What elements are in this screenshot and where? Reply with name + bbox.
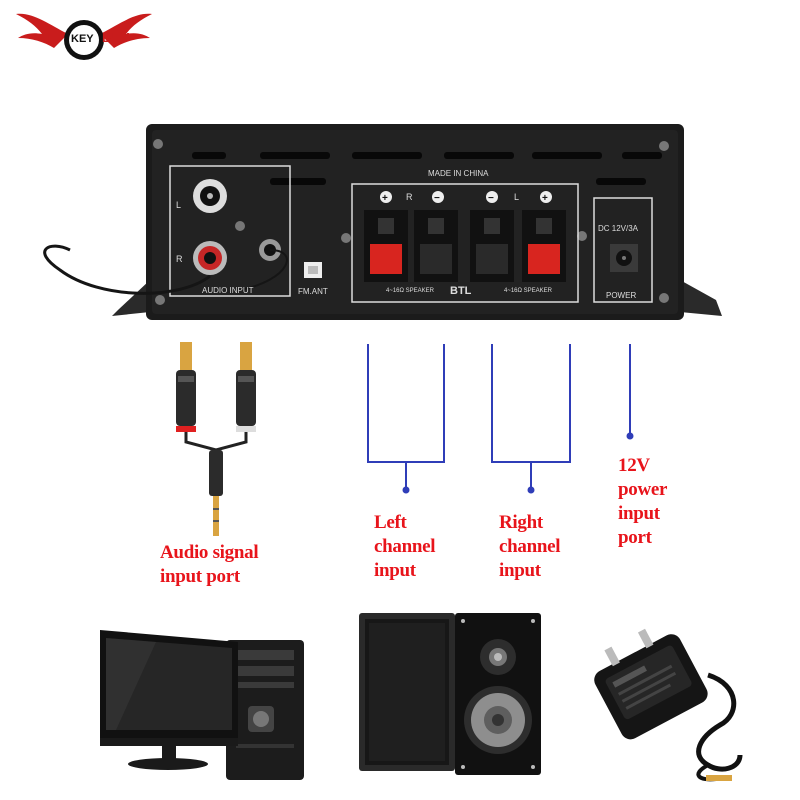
power-adapter-image	[594, 628, 743, 782]
right-channel-line-2: channel	[499, 536, 561, 557]
right-channel-line-3: input	[499, 560, 541, 581]
audio-signal-label: Audio signal input port	[160, 541, 259, 589]
svg-text:+: +	[382, 193, 388, 204]
power-port-line-1: 12V	[618, 455, 650, 476]
amp-channel-l-label: L	[514, 192, 519, 202]
computer-image	[100, 630, 304, 780]
power-panel-label: POWER	[606, 291, 636, 300]
brand-logo: I KEY BUY	[8, 4, 158, 74]
power-port-label: 12V power input port	[618, 454, 667, 550]
left-channel-line-2: channel	[374, 536, 436, 557]
audio-signal-line-1: Audio signal	[160, 542, 259, 563]
logo-letter-i: I	[48, 30, 52, 46]
power-port-line-4: port	[618, 527, 652, 548]
amplifier-back-panel: L R +− −+ R L MADE IN CHINA AUDIO INPUT …	[43, 124, 722, 320]
left-channel-line-3: input	[374, 560, 416, 581]
right-channel-label: Right channel input	[499, 511, 561, 583]
connection-lines	[367, 344, 634, 494]
svg-text:−: −	[488, 193, 494, 204]
left-channel-label: Left channel input	[374, 511, 436, 583]
svg-text:+: +	[542, 193, 548, 204]
speaker-spec-right: 4~16Ω SPEAKER	[504, 288, 553, 294]
logo-key-text: KEY	[71, 33, 94, 45]
svg-text:R: R	[176, 254, 183, 264]
svg-text:−: −	[434, 193, 440, 204]
logo-buy-text: BUY	[102, 30, 130, 45]
btl-label: BTL	[450, 285, 472, 297]
audio-signal-line-2: input port	[160, 566, 240, 587]
power-spec-label: DC 12V/3A	[598, 224, 639, 233]
speakers-image	[359, 613, 541, 775]
power-port-line-2: power	[618, 479, 668, 500]
made-in-label: MADE IN CHINA	[428, 169, 489, 178]
amp-channel-r-label: R	[406, 192, 413, 202]
power-port-line-3: input	[618, 503, 660, 524]
fm-ant-label: FM.ANT	[298, 287, 328, 296]
speaker-spec-left: 4~16Ω SPEAKER	[386, 288, 435, 294]
rca-audio-cable	[176, 342, 256, 536]
left-channel-line-1: Left	[374, 512, 407, 533]
right-channel-line-1: Right	[499, 512, 543, 533]
svg-text:L: L	[176, 200, 181, 210]
audio-input-panel-label: AUDIO INPUT	[202, 286, 254, 295]
